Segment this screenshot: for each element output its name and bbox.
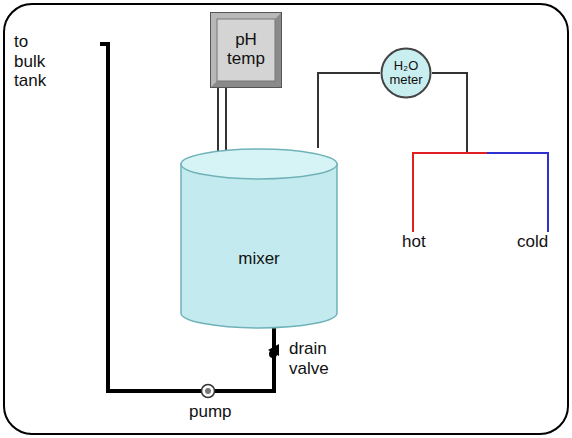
node-outline [180, 148, 338, 330]
sensor-box: pH temp [210, 12, 282, 88]
water-line [432, 73, 467, 153]
part-label: pump [189, 402, 259, 422]
pipe-label: to bulk tank [14, 32, 60, 91]
cold-line [487, 153, 548, 232]
hot-line [413, 153, 487, 232]
pump-symbol [202, 385, 215, 398]
frame [4, 4, 568, 434]
meter-circle: H₂O meter [380, 47, 432, 99]
pipe-label: cold [517, 232, 572, 252]
part-label: drain valve [289, 339, 341, 378]
valve-symbol [269, 350, 277, 358]
pump-symbol [205, 388, 211, 394]
mixer-tank: mixer [180, 148, 338, 330]
connector [318, 73, 380, 148]
node-text: H₂O meter [385, 59, 427, 88]
node-text: mixer [199, 250, 319, 269]
node-text: pH temp [222, 31, 270, 68]
pipe-label: hot [402, 232, 462, 252]
